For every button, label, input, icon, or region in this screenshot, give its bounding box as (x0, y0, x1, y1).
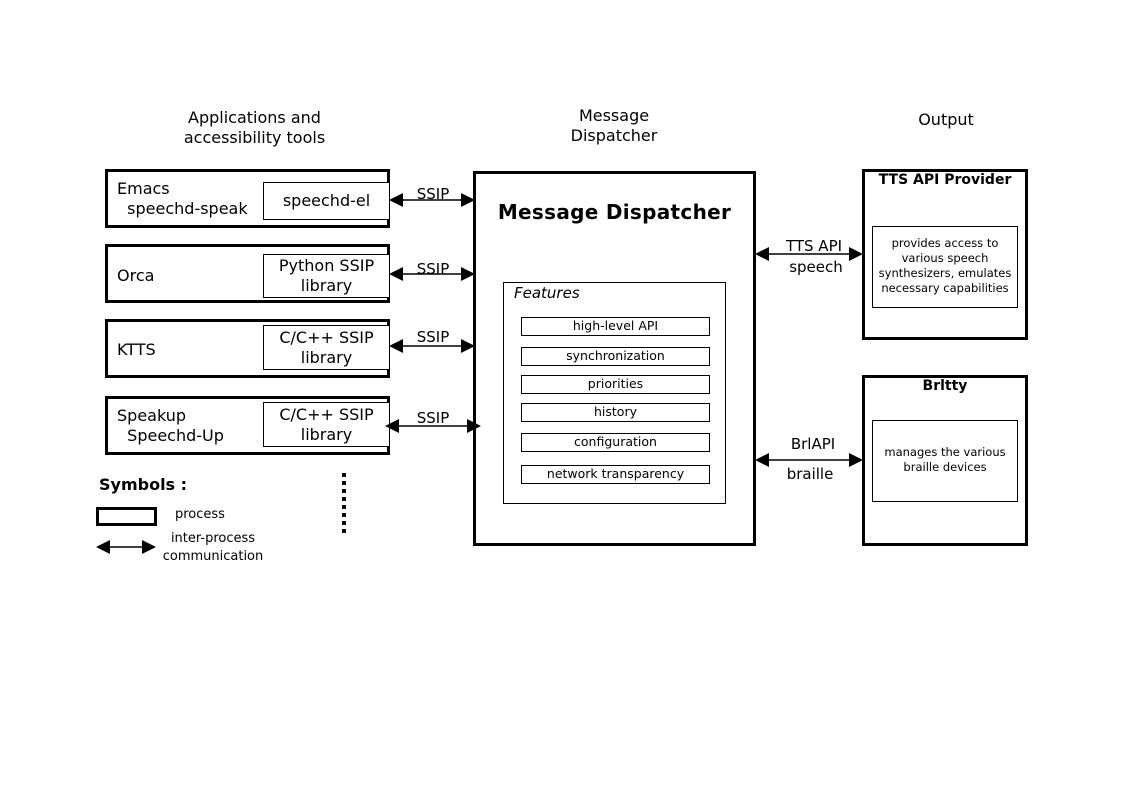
tts-api-arrow (755, 247, 863, 261)
ssip-arrow-orca (389, 267, 475, 281)
library-box: C/C++ SSIP library (263, 325, 390, 370)
message-dispatcher-box: Message Dispatcher Features high-level A… (473, 171, 756, 546)
brltty-title: Brltty (922, 378, 968, 394)
legend-ipc-label: inter-process communication (162, 531, 264, 564)
app-label: Orca (117, 266, 155, 285)
tts-provider-box: TTS API Provider provides access to vari… (862, 169, 1028, 340)
brltty-box: Brltty manages the various braille devic… (862, 375, 1028, 546)
legend-process-symbol (96, 507, 157, 526)
app-label: Emacs speechd-speak (117, 179, 248, 218)
ssip-label: SSIP (416, 185, 450, 203)
brlapi-label: BrlAPI (790, 435, 836, 453)
tts-provider-description: provides access to various speech synthe… (872, 226, 1018, 308)
ssip-label: SSIP (416, 328, 450, 346)
output-heading: Output (918, 110, 974, 129)
library-box: C/C++ SSIP library (263, 402, 390, 447)
feature-item: network transparency (521, 465, 710, 484)
features-box: Features high-level API synchronization … (503, 282, 726, 504)
ssip-arrow-emacs (389, 193, 475, 207)
ssip-arrow-speakup (385, 419, 481, 433)
app-process-emacs: Emacs speechd-speak speechd-el (105, 169, 390, 228)
feature-item: priorities (521, 375, 710, 394)
dispatcher-heading: Message Dispatcher (570, 106, 658, 145)
app-process-orca: Orca Python SSIP library (105, 244, 390, 303)
app-label: KTTS (117, 340, 156, 359)
legend-ipc-arrow (96, 540, 156, 554)
feature-item: synchronization (521, 347, 710, 366)
ssip-arrow-ktts (389, 339, 475, 353)
feature-item: high-level API (521, 317, 710, 336)
app-process-speakup: Speakup Speechd-Up C/C++ SSIP library (105, 396, 390, 455)
ssip-label: SSIP (416, 409, 450, 427)
features-title: Features (514, 284, 580, 302)
feature-item: configuration (521, 433, 710, 452)
legend-process-label: process (175, 507, 225, 522)
app-label: Speakup Speechd-Up (117, 406, 224, 445)
library-box: speechd-el (263, 182, 390, 220)
app-process-ktts: KTTS C/C++ SSIP library (105, 319, 390, 378)
library-box: Python SSIP library (263, 254, 390, 298)
legend-title: Symbols : (99, 475, 188, 494)
speech-label: speech (789, 258, 843, 276)
feature-item: history (521, 403, 710, 422)
tts-provider-title: TTS API Provider (878, 172, 1012, 188)
brltty-description: manages the various braille devices (872, 420, 1018, 502)
applications-heading: Applications and accessibility tools (183, 108, 326, 147)
brlapi-arrow (755, 453, 863, 467)
tts-api-label: TTS API (785, 237, 843, 255)
braille-label: braille (786, 465, 834, 483)
dispatcher-title: Message Dispatcher (497, 200, 732, 224)
